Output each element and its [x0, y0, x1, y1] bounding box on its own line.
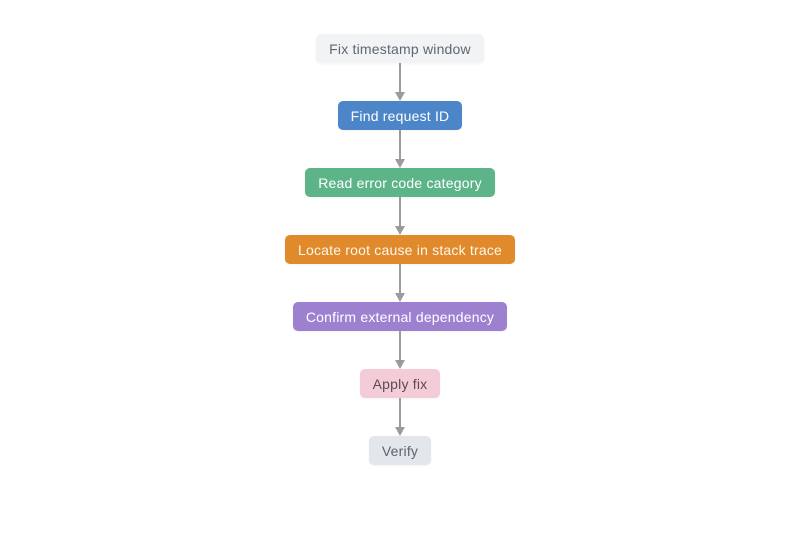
connector-line	[399, 264, 401, 293]
connector-arrow-down	[395, 264, 405, 302]
connector-line	[399, 331, 401, 360]
arrowhead-down-icon	[395, 427, 405, 436]
flowchart: Fix timestamp window Find request ID Rea…	[0, 34, 800, 465]
flow-node-find-request-id: Find request ID	[337, 101, 463, 130]
flow-node-fix-timestamp-window: Fix timestamp window	[316, 34, 484, 63]
flow-node-locate-root-cause: Locate root cause in stack trace	[284, 235, 516, 264]
arrowhead-down-icon	[395, 226, 405, 235]
arrowhead-down-icon	[395, 159, 405, 168]
connector-arrow-down	[395, 331, 405, 369]
connector-arrow-down	[395, 197, 405, 235]
flow-node-confirm-external-dependency: Confirm external dependency	[292, 302, 508, 331]
connector-line	[399, 63, 401, 92]
connector-line	[399, 398, 401, 427]
arrowhead-down-icon	[395, 92, 405, 101]
flow-node-read-error-code-category: Read error code category	[305, 168, 495, 197]
connector-line	[399, 130, 401, 159]
flow-node-verify: Verify	[368, 436, 432, 465]
flow-node-apply-fix: Apply fix	[359, 369, 441, 398]
connector-arrow-down	[395, 63, 405, 101]
arrowhead-down-icon	[395, 360, 405, 369]
connector-line	[399, 197, 401, 226]
arrowhead-down-icon	[395, 293, 405, 302]
connector-arrow-down	[395, 130, 405, 168]
connector-arrow-down	[395, 398, 405, 436]
